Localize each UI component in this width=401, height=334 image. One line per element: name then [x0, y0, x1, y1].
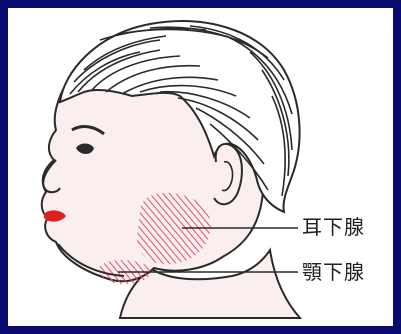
submandibular-gland-label: 顎下腺 [302, 262, 365, 282]
parotid-gland-label: 耳下腺 [302, 217, 365, 237]
